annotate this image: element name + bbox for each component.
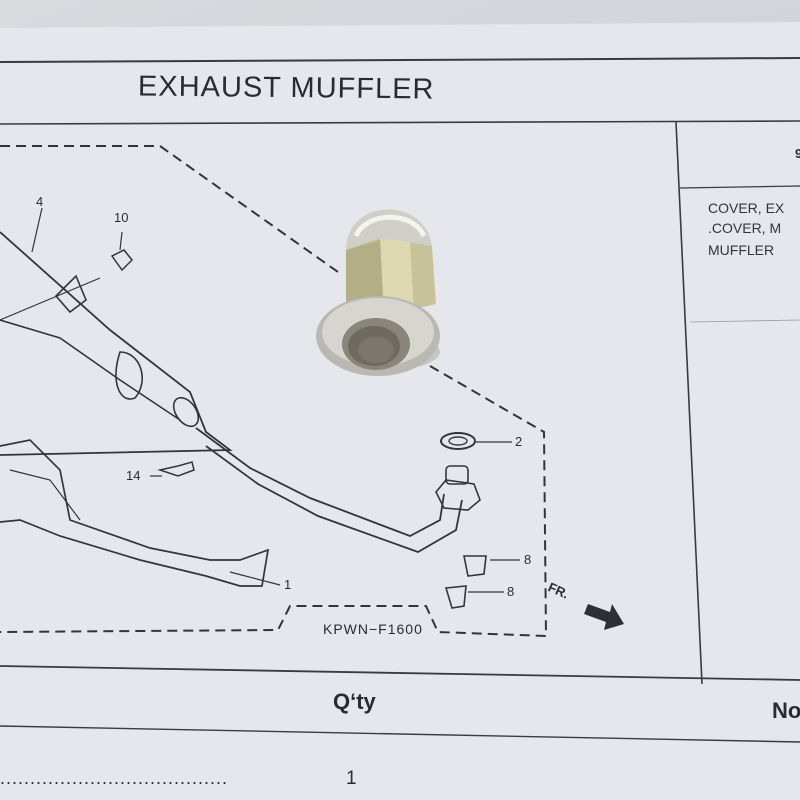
title-bottom-rule <box>0 120 800 125</box>
callout-8-upper: 8 <box>524 552 532 567</box>
cap-nut-photo <box>316 209 440 376</box>
table-header-rule <box>0 725 800 743</box>
no-column-header: No <box>772 698 800 723</box>
column-header-fragment: 9 <box>795 146 800 161</box>
callout-1: 1 <box>284 577 292 592</box>
diagram-boundary <box>0 145 339 273</box>
title-top-rule <box>0 57 800 63</box>
row-leader-dots: ...................................... <box>0 768 229 788</box>
front-arrow <box>584 604 624 630</box>
row-qty-value: 1 <box>346 768 357 789</box>
part-description-3: MUFFLER <box>708 242 775 258</box>
diagram-code: KPWN−F1600 <box>323 621 423 637</box>
qty-column-header: Q‘ty <box>333 689 376 714</box>
part-description-1: COVER, EX <box>708 200 785 216</box>
paper-sheet <box>0 22 800 800</box>
gasket <box>440 432 476 450</box>
callout-8-lower: 8 <box>507 584 515 599</box>
flange-nut-upper <box>463 555 487 577</box>
flange-nut-lower <box>444 585 467 609</box>
callout-2: 2 <box>515 434 523 449</box>
bolt-14 <box>157 461 195 477</box>
column-divider <box>675 121 703 685</box>
heat-guard <box>0 439 270 587</box>
page-title: EXHAUST MUFFLER <box>137 70 435 106</box>
part-description-2: .COVER, M <box>708 220 782 236</box>
nut-10 <box>110 249 134 272</box>
callout-10: 10 <box>114 210 129 225</box>
callout-14: 14 <box>126 468 141 483</box>
table-top-rule <box>0 665 800 681</box>
mounting-bracket <box>54 274 87 314</box>
callout-4: 4 <box>36 194 44 209</box>
column-header-rule <box>679 185 800 189</box>
exhaust-pipe <box>195 427 445 537</box>
